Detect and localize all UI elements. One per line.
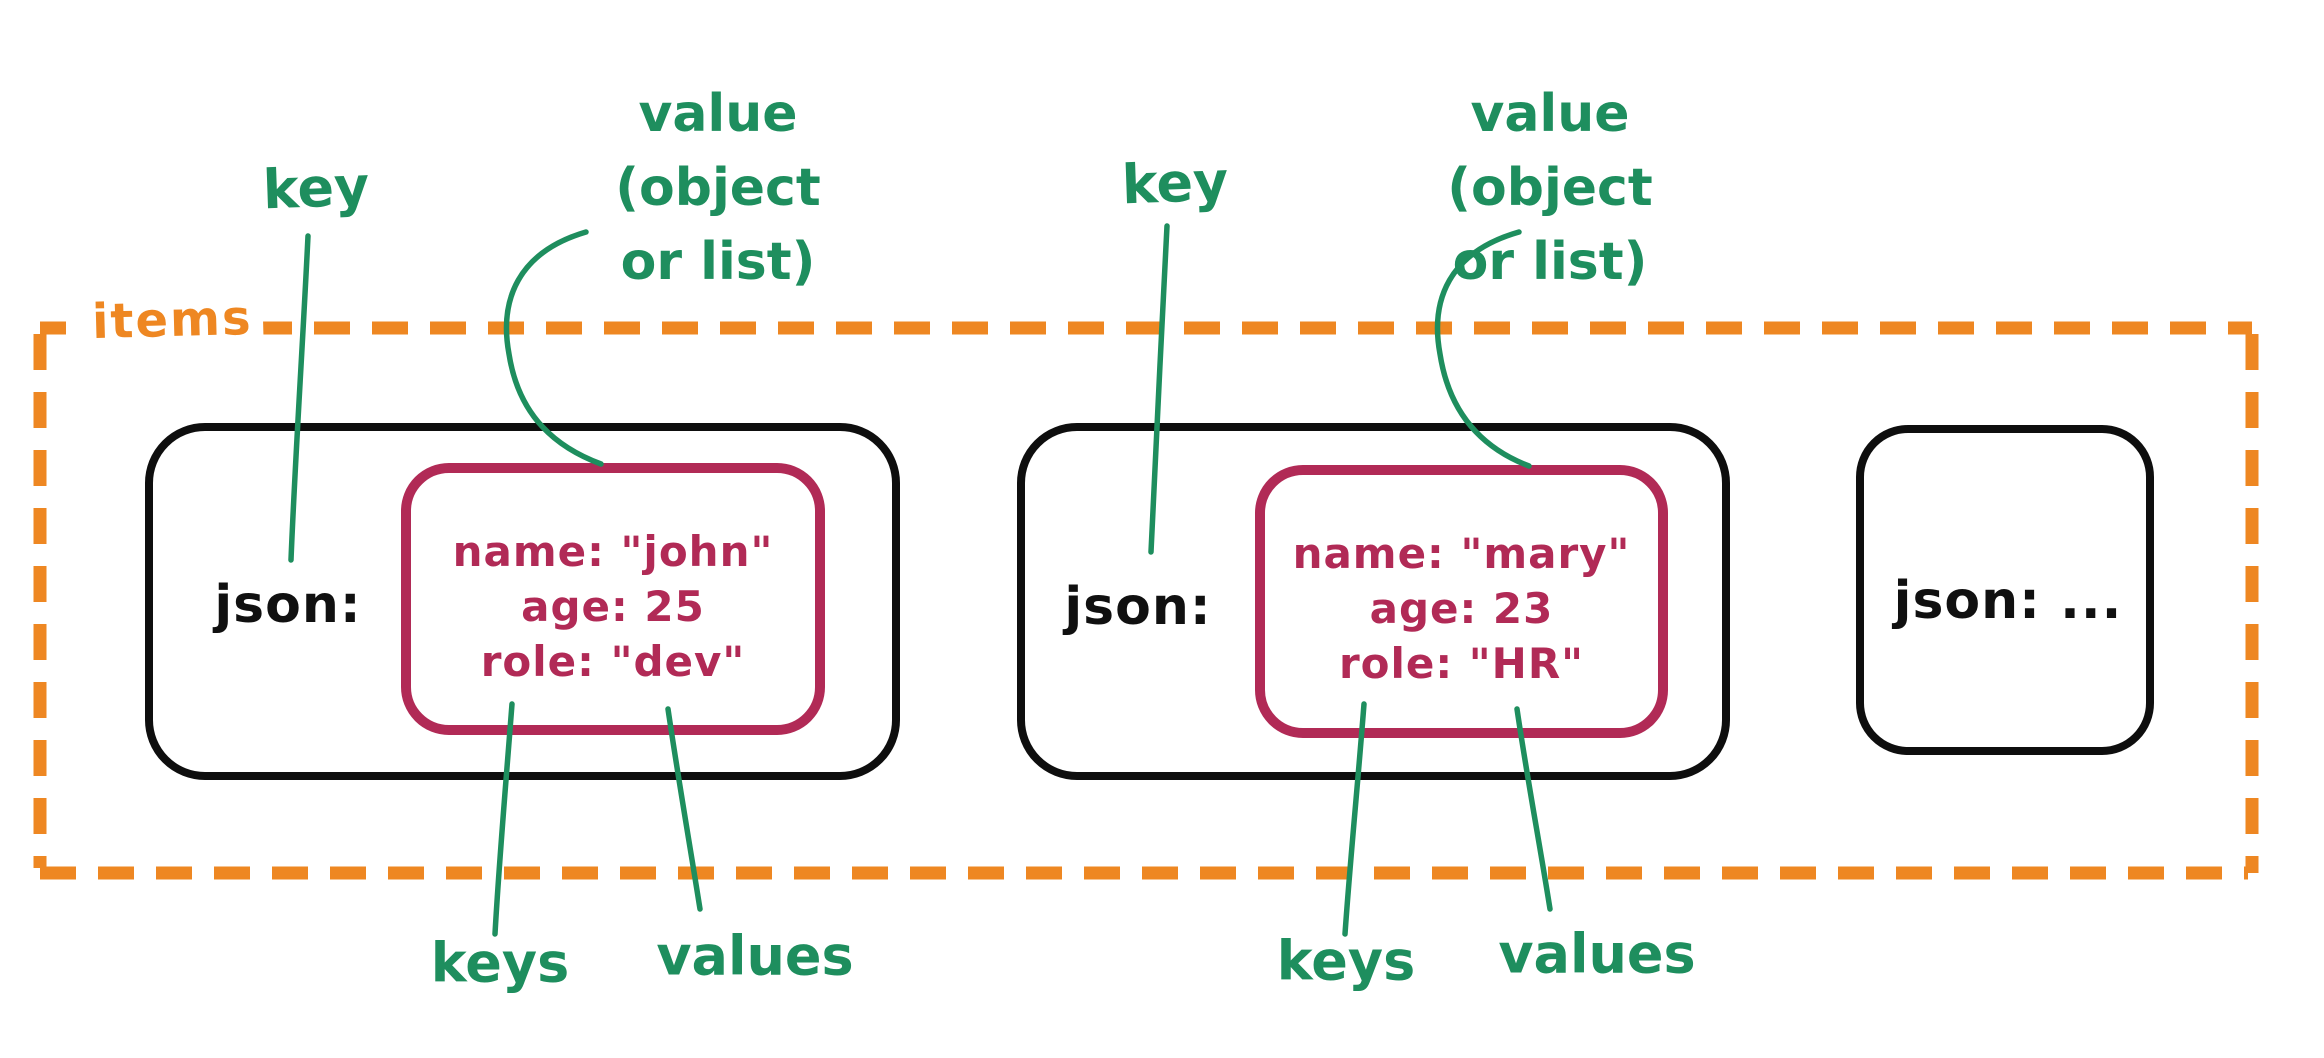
object-line: name: "mary" (1292, 529, 1631, 578)
value-annotation-line: or list) (620, 232, 816, 292)
json-key-label-1: json: (214, 575, 362, 635)
value-annotation-1: value (object or list) (615, 77, 821, 299)
items-container-label: items (81, 290, 264, 350)
json-key-label-2: json: (1064, 577, 1212, 637)
item-card-3 (1856, 425, 2154, 755)
object-line: role: "dev" (480, 636, 746, 686)
value-annotation-line: (object (1447, 158, 1653, 218)
object-box-2: name: "mary" age: 23 role: "HR" (1255, 465, 1668, 738)
key-annotation-1: key (261, 154, 371, 222)
json-key-label-3: json: ... (1893, 571, 2123, 631)
value-annotation-line: or list) (1452, 232, 1648, 292)
keys-annotation-1: keys (430, 931, 570, 995)
object-line: age: 23 (1369, 584, 1554, 633)
keys-annotation-2: keys (1276, 929, 1416, 993)
object-line: age: 25 (521, 581, 705, 631)
object-line: name: "john" (452, 526, 774, 576)
item-card-2 (1017, 423, 1730, 780)
object-box-1: name: "john" age: 25 role: "dev" (401, 463, 825, 735)
value-annotation-line: value (638, 84, 798, 144)
key-annotation-2: key (1120, 149, 1230, 217)
value-annotation-line: value (1470, 84, 1630, 144)
object-line: role: "HR" (1338, 639, 1585, 688)
values-annotation-2: values (1498, 922, 1696, 986)
value-annotation-line: (object (615, 158, 821, 218)
values-annotation-1: values (656, 924, 854, 988)
value-annotation-2: value (object or list) (1447, 77, 1653, 299)
